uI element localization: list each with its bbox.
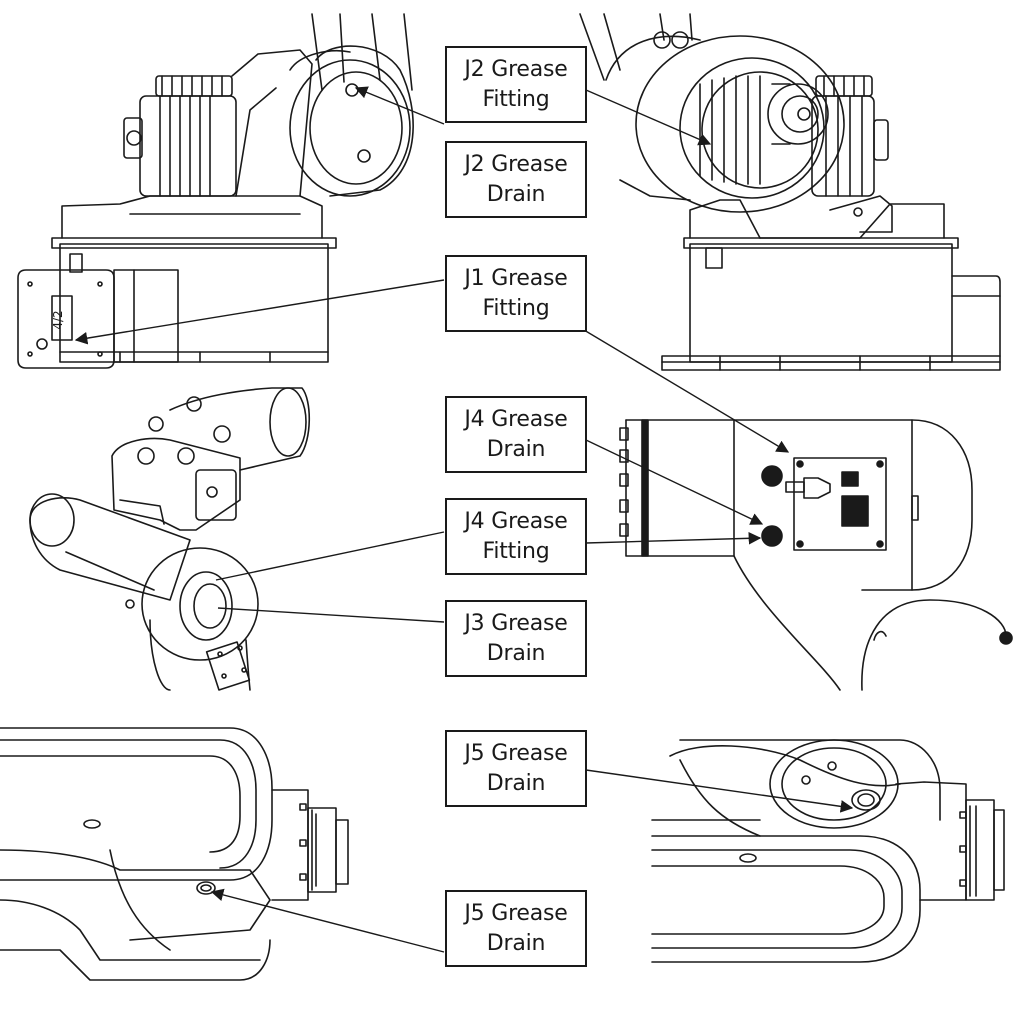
callout-j5-grease-drain-top: J5 Grease Drain [445,730,587,807]
leader-j5-drain-top [585,769,854,813]
callout-j2-grease-drain-text: J2 Grease Drain [464,151,568,207]
leader-j3-drain [217,607,445,623]
callout-j5-grease-drain-top-text: J5 Grease Drain [464,740,568,796]
callout-j2-grease-drain: J2 Grease Drain [445,141,587,218]
leader-j4-fitting [585,532,762,545]
leader-j4-fitting-wrist [215,531,445,581]
leader-j5-drain-bottom [210,888,445,953]
callout-j4-grease-fitting: J4 Grease Fitting [445,498,587,575]
callout-j4-grease-fitting-text: J4 Grease Fitting [464,508,568,564]
callout-j4-grease-drain: J4 Grease Drain [445,396,587,473]
leader-j4-drain [585,439,764,525]
leader-j1-fitting-closeup [583,329,790,453]
callout-j5-grease-drain-bottom-text: J5 Grease Drain [464,900,568,956]
base-side-view-left [17,13,414,369]
callout-j5-grease-drain-bottom: J5 Grease Drain [445,890,587,967]
j5-view-left [0,727,349,981]
callout-j2-grease-fitting-text: J2 Grease Fitting [464,56,568,112]
callout-j1-grease-fitting: J1 Grease Fitting [445,255,587,332]
leader-j1-fitting [74,279,445,345]
callout-j2-grease-fitting: J2 Grease Fitting [445,46,587,123]
leader-j2-drain [585,89,712,146]
j5-view-right [651,739,1005,963]
base-side-view-right [579,13,1001,371]
leader-j2-fitting [354,86,445,125]
callout-j3-grease-drain: J3 Grease Drain [445,600,587,677]
callout-j1-grease-fitting-text: J1 Grease Fitting [464,265,568,321]
callout-j3-grease-drain-text: J3 Grease Drain [464,610,568,666]
callout-j4-grease-drain-text: J4 Grease Drain [464,406,568,462]
j4-plate-closeup [619,419,1013,691]
panel-label: 4/2 [51,310,65,329]
wrist-arm-view [29,387,311,691]
